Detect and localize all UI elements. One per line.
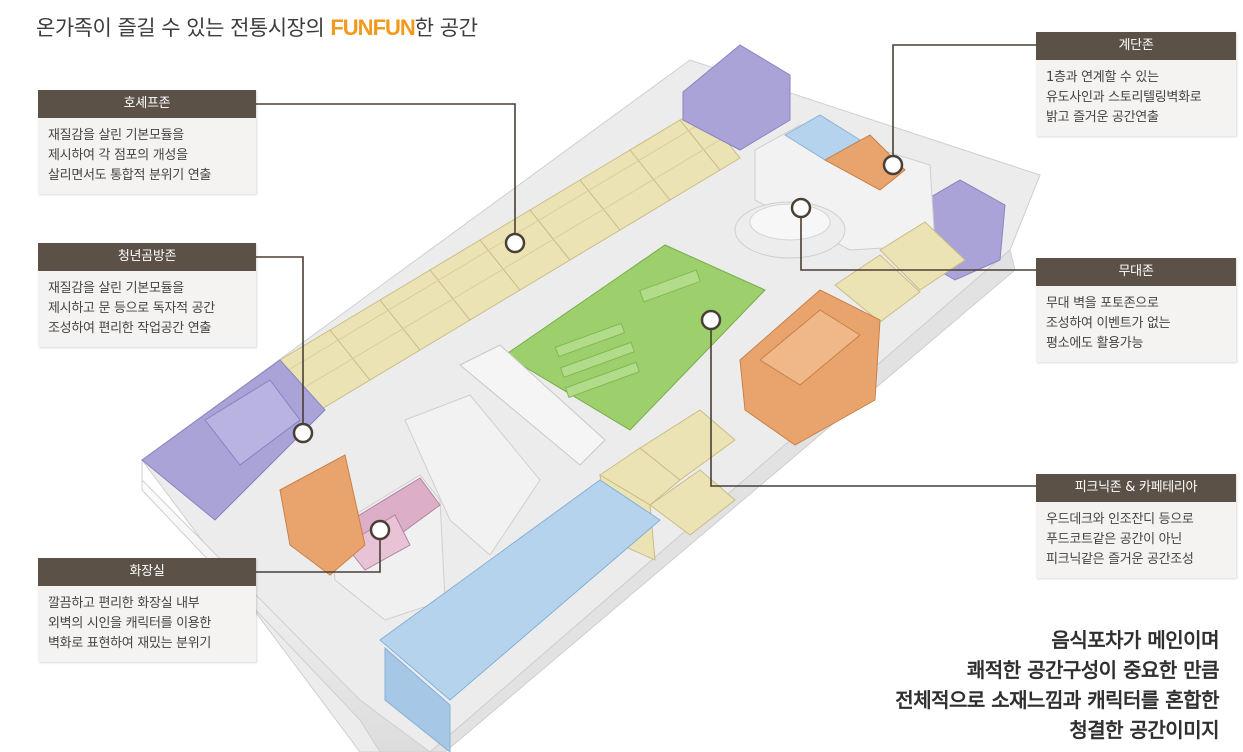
connector-youth xyxy=(255,256,304,428)
zone-desc-line: 재질감을 살린 기본모듈을 xyxy=(48,128,184,143)
closing-line: 음식포차가 메인이며 xyxy=(1051,628,1219,652)
closing-line: 전체적으로 소재느낌과 캐릭터를 혼합한 xyxy=(895,688,1219,712)
marker-youth xyxy=(292,422,314,444)
closing-line: 쾌적한 공간구성이 중요한 만큼 xyxy=(966,658,1220,682)
marker-stage xyxy=(790,197,812,219)
zone-title: 화장실 xyxy=(38,558,256,586)
zone-desc-line: 조성하여 이벤트가 없는 xyxy=(1046,316,1171,331)
zone-title: 피크닉존 & 카페테리아 xyxy=(1036,474,1236,502)
connector-toilet xyxy=(255,534,381,573)
marker-toilet xyxy=(369,519,391,541)
zone-desc-line: 푸드코트같은 공간이 아닌 xyxy=(1046,532,1182,547)
building-outer-wall xyxy=(141,460,431,752)
zone-desc-line: 피크닉같은 즐거운 공간조성 xyxy=(1046,552,1194,567)
zone-picnic-label: 피크닉존 & 카페테리아 우드데크와 인조잔디 등으로 푸드코트같은 공간이 아… xyxy=(1036,474,1236,578)
zone-hoshep-label: 호셰프존 재질감을 살린 기본모듈을 제시하여 각 점포의 개성을 살리면서도 … xyxy=(38,90,256,194)
zone-desc-line: 살리면서도 통합적 분위기 연출 xyxy=(48,168,212,183)
zone-title: 계단존 xyxy=(1036,32,1236,60)
zone-stairs-label: 계단존 1층과 연계할 수 있는 유도사인과 스토리텔링벽화로 밝고 즐거운 공… xyxy=(1036,32,1236,136)
zone-title: 무대존 xyxy=(1036,258,1236,286)
stair-orange xyxy=(823,134,906,191)
picnic-green-lawn xyxy=(504,244,766,431)
zone-stage-label: 무대존 무대 벽을 포토존으로 조성하여 이벤트가 없는 평소에도 활용가능 xyxy=(1036,258,1236,362)
zone-desc-line: 평소에도 활용가능 xyxy=(1046,336,1144,351)
zone-desc-line: 우드데크와 인조잔디 등으로 xyxy=(1046,512,1194,527)
title-highlight: FUNFUN xyxy=(330,15,415,40)
purple-shop-top xyxy=(682,44,791,151)
zone-desc-line: 제시하고 문 등으로 독자적 공간 xyxy=(48,301,215,316)
purple-shop-left-2 xyxy=(204,379,301,466)
closing-line: 청결한 공간이미지 xyxy=(1069,718,1219,742)
zone-desc-line: 깔끔하고 편리한 화장실 내부 xyxy=(48,596,200,611)
zone-desc-line: 재질감을 살린 기본모듈을 xyxy=(48,281,184,296)
zone-desc-line: 조성하여 편리한 작업공간 연출 xyxy=(48,321,212,336)
zone-title: 호셰프존 xyxy=(38,90,256,118)
zone-youth-label: 청년곰방존 재질감을 살린 기본모듈을 제시하고 문 등으로 독자적 공간 조성… xyxy=(38,243,256,347)
marker-stairs xyxy=(882,154,904,176)
zone-desc-line: 유도사인과 스토리텔링벽화로 xyxy=(1046,90,1202,105)
connector-stairs xyxy=(892,44,1036,160)
white-partition xyxy=(404,394,541,556)
zone-desc-line: 벽화로 표현하여 재밌는 분위기 xyxy=(48,636,212,651)
marker-picnic xyxy=(700,309,722,331)
center-counter xyxy=(459,344,606,466)
zone-desc-line: 1층과 연계할 수 있는 xyxy=(1046,70,1159,85)
blue-shop-zone xyxy=(379,479,661,701)
closing-statement: 음식포차가 메인이며 쾌적한 공간구성이 중요한 만큼 전체적으로 소재느낌과 … xyxy=(895,625,1219,745)
connector-stage xyxy=(800,212,1036,271)
zone-desc-line: 무대 벽을 포토존으로 xyxy=(1046,296,1159,311)
page-title: 온가족이 즐길 수 있는 전통시장의 FUNFUN한 공간 xyxy=(36,15,478,40)
marker-hoshep xyxy=(504,232,526,254)
connector-picnic xyxy=(710,323,1036,487)
connector-hoshep xyxy=(255,103,516,238)
youth-orange-stair xyxy=(279,454,366,576)
zone-desc-line: 밝고 즐거운 공간연출 xyxy=(1046,110,1159,125)
zone-toilet-label: 화장실 깔끔하고 편리한 화장실 내부 외벽의 시인을 캐릭터를 이용한 벽화로… xyxy=(38,558,256,662)
zone-title: 청년곰방존 xyxy=(38,243,256,271)
zone-desc-line: 외벽의 시인을 캐릭터를 이용한 xyxy=(48,616,212,631)
zone-desc-line: 제시하여 각 점포의 개성을 xyxy=(48,148,188,163)
